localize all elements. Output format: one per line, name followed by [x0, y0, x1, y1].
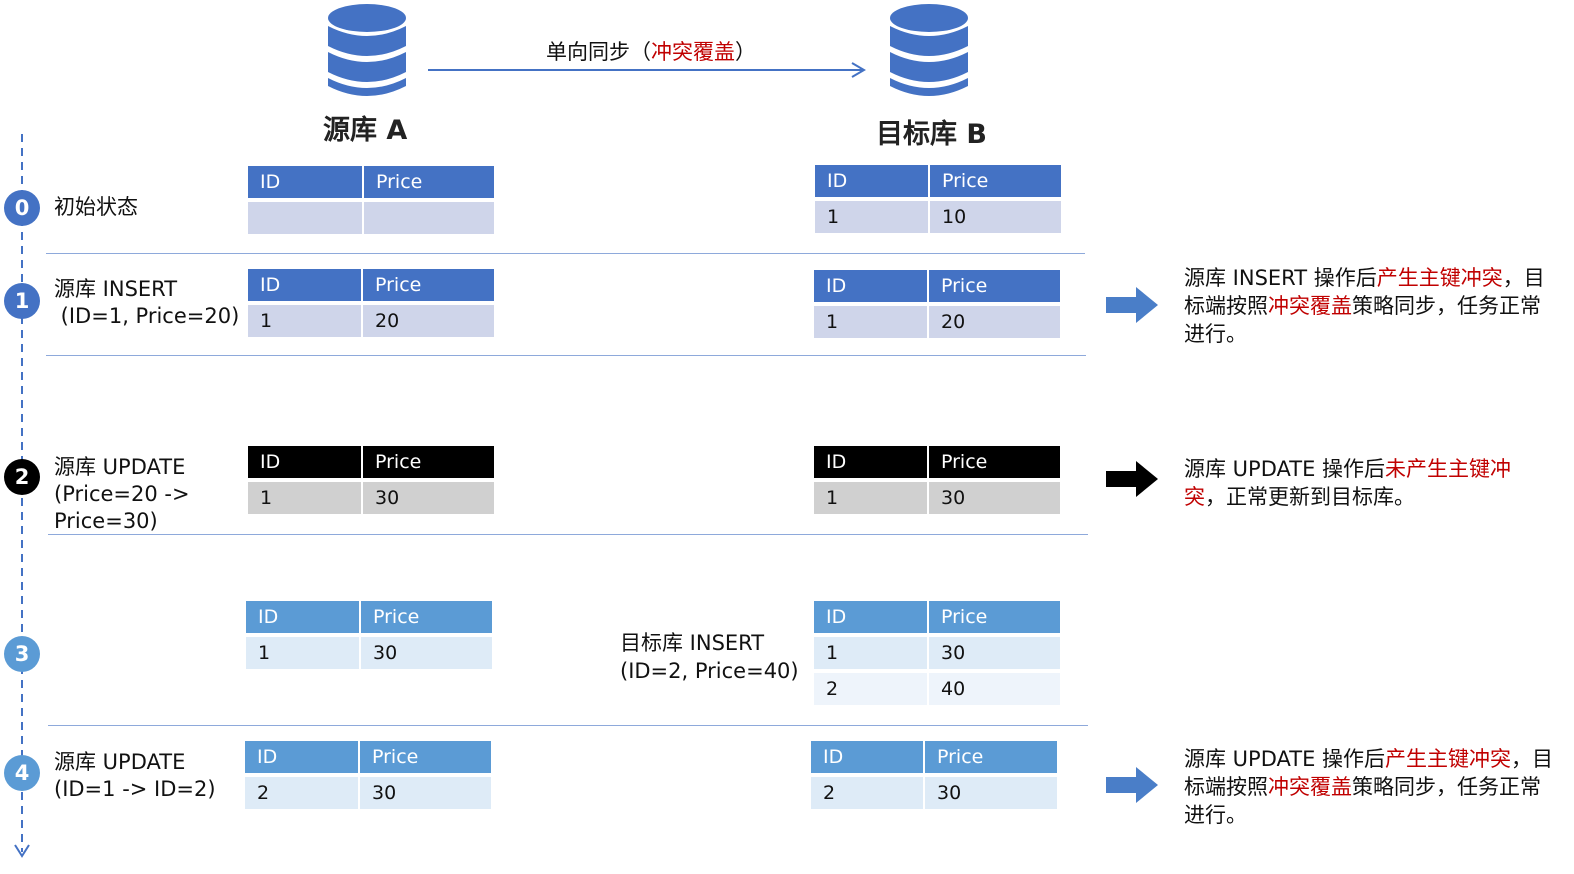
- table-cell: 1: [815, 201, 928, 233]
- step-4-text-line1: 源库 UPDATE: [54, 750, 186, 774]
- table-header-cell: Price: [930, 165, 1061, 197]
- table-cell: 1: [814, 306, 927, 338]
- table-header-cell: ID: [811, 741, 923, 773]
- table-header-cell: ID: [248, 166, 362, 198]
- sync-arrow: [428, 62, 866, 78]
- step-number-2: 2: [4, 459, 40, 495]
- source-db-label: 源库 A: [323, 115, 408, 146]
- step-1-text-line2: (ID=1, Price=20): [54, 304, 240, 328]
- table-cell: 2: [814, 673, 927, 705]
- table-header-cell: ID: [814, 601, 927, 633]
- separator: [46, 253, 1085, 254]
- separator: [46, 355, 1086, 356]
- step-number-3: 3: [4, 636, 40, 672]
- step-1-note: 源库 INSERT 操作后产生主键冲突，目标端按照冲突覆盖策略同步，任务正常进行…: [1184, 264, 1554, 348]
- sync-label-suffix: ）: [735, 40, 756, 64]
- table-cell: 30: [360, 777, 491, 809]
- table-cell: 1: [814, 637, 927, 669]
- note-text: ，目标端按照: [1184, 747, 1554, 799]
- table-header-cell: ID: [815, 165, 928, 197]
- timeline-arrow: [14, 134, 30, 858]
- note-text: ，正常更新到目标库。: [1205, 485, 1415, 509]
- separator: [48, 725, 1088, 726]
- note-highlight: 冲突覆盖: [1268, 775, 1352, 799]
- result-arrow-icon: [1106, 767, 1158, 803]
- table-cell: 1: [248, 482, 361, 514]
- table-header-cell: Price: [363, 269, 494, 301]
- table-header-cell: Price: [364, 166, 494, 198]
- table-cell: 30: [925, 777, 1057, 809]
- table-cell: 30: [361, 637, 492, 669]
- result-arrow-icon: [1106, 461, 1158, 497]
- step-4-note: 源库 UPDATE 操作后产生主键冲突，目标端按照冲突覆盖策略同步，任务正常进行…: [1184, 745, 1554, 829]
- table-cell: 30: [929, 637, 1060, 669]
- sync-label-prefix: 单向同步（: [546, 40, 651, 64]
- step-1-text-line1: 源库 INSERT: [54, 277, 178, 301]
- table-header-cell: ID: [248, 269, 361, 301]
- target-database-icon: [890, 4, 968, 96]
- step-2-note: 源库 UPDATE 操作后未产生主键冲突，正常更新到目标库。: [1184, 455, 1549, 511]
- step-2-text-line2: (Price=20 ->: [54, 482, 190, 506]
- table-cell: 10: [930, 201, 1061, 233]
- target-db-label: 目标库 B: [876, 119, 987, 150]
- table-cell: 1: [246, 637, 359, 669]
- note-text: 源库 UPDATE 操作后: [1184, 747, 1386, 771]
- table-cell: 30: [929, 482, 1060, 514]
- separator: [48, 534, 1088, 535]
- note-highlight: 未产生主键冲突: [1184, 457, 1512, 509]
- table-header-cell: Price: [925, 741, 1057, 773]
- table-header-cell: ID: [814, 446, 927, 478]
- table-cell: 40: [929, 673, 1060, 705]
- step-number-1: 1: [4, 283, 40, 319]
- table-header-cell: ID: [245, 741, 358, 773]
- note-text: 源库 UPDATE 操作后: [1184, 457, 1386, 481]
- note-text: 策略同步，任务正常进行。: [1184, 775, 1541, 827]
- step-2-text-line1: 源库 UPDATE: [54, 455, 186, 479]
- step-number-4: 4: [4, 755, 40, 791]
- table-header-cell: Price: [363, 446, 494, 478]
- step-number-0: 0: [4, 190, 40, 226]
- step-3-middle-text-line1: 目标库 INSERT: [620, 631, 765, 655]
- table-header-cell: ID: [248, 446, 361, 478]
- source-database-icon: [328, 4, 406, 96]
- table-cell: 1: [814, 482, 927, 514]
- table-cell: 2: [245, 777, 358, 809]
- result-arrow-icon: [1106, 287, 1158, 323]
- table-header-cell: Price: [929, 601, 1060, 633]
- note-highlight: 冲突覆盖: [1268, 294, 1352, 318]
- note-text: 源库 INSERT 操作后: [1184, 266, 1377, 290]
- table-cell: [364, 202, 494, 234]
- sync-label: 单向同步（冲突覆盖）: [546, 36, 756, 66]
- step-0-text: 初始状态: [54, 195, 138, 219]
- table-header-cell: Price: [929, 446, 1060, 478]
- table-cell: 2: [811, 777, 923, 809]
- table-header-cell: Price: [360, 741, 491, 773]
- table-header-cell: ID: [246, 601, 359, 633]
- table-cell: 20: [363, 305, 494, 337]
- note-highlight: 产生主键冲突: [1385, 747, 1512, 771]
- table-header-cell: Price: [361, 601, 492, 633]
- step-4-text-line2: (ID=1 -> ID=2): [54, 777, 216, 801]
- table-cell: [248, 202, 362, 234]
- table-cell: 1: [248, 305, 361, 337]
- note-text: ，目标端按照: [1184, 266, 1545, 318]
- step-2-text-line3: Price=30): [54, 509, 158, 533]
- note-highlight: 产生主键冲突: [1376, 266, 1503, 290]
- note-text: 策略同步，任务正常进行。: [1184, 294, 1541, 346]
- table-cell: 30: [363, 482, 494, 514]
- table-header-cell: ID: [814, 270, 927, 302]
- sync-label-highlight: 冲突覆盖: [651, 40, 735, 64]
- table-header-cell: Price: [929, 270, 1060, 302]
- table-cell: 20: [929, 306, 1060, 338]
- step-3-middle-text-line2: (ID=2, Price=40): [620, 659, 799, 683]
